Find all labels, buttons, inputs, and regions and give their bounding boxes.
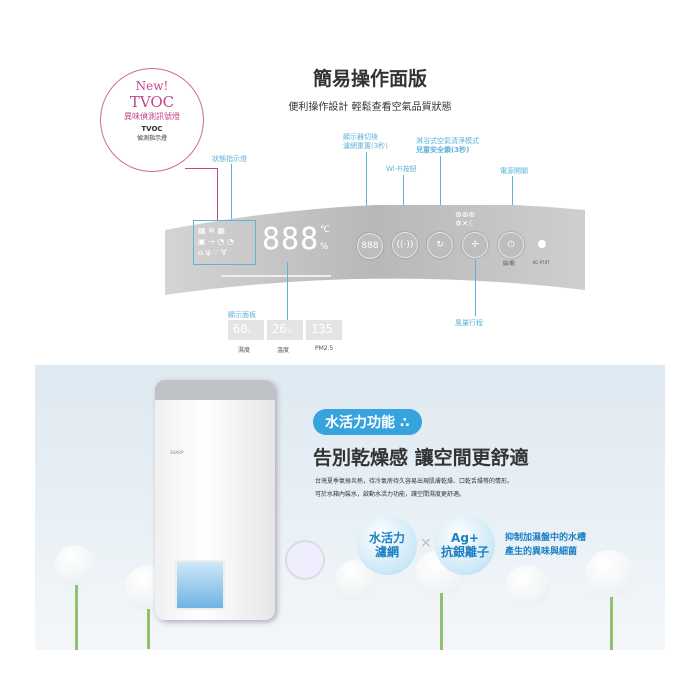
filter-reset-label: 濾網重置(3秒) — [343, 142, 388, 150]
power-button-label: 開/關 — [503, 261, 515, 267]
pm25-label: PM2.5 — [315, 345, 334, 352]
feature-body-2: 可於水箱內裝水，啟動水活力功能，讓空間濕度更舒適。 — [315, 491, 466, 498]
power-button[interactable]: ⏻ — [498, 232, 524, 258]
pm25-readout: 135 — [306, 320, 342, 340]
wifi-icon: ((·)) — [396, 240, 414, 250]
child-lock-label: 兒童安全鎖(3秒) — [416, 146, 470, 154]
fan-icon: ✢ — [471, 240, 479, 250]
unit-percent: % — [320, 242, 329, 252]
temperature-label: 溫度 — [277, 347, 290, 354]
model-label: KC-P70T — [533, 260, 550, 265]
feature-banner: SHARP 水活力功能 ∴ 告別乾燥感 讓空間更舒適 台灣夏季氣候炎熱，待冷氣房… — [35, 365, 665, 650]
wifi-button[interactable]: ((·)) — [392, 232, 418, 258]
new-label: New! — [135, 79, 169, 93]
air-purifier-image: SHARP — [155, 380, 275, 620]
wifi-label: Wi-Fi按鈕 — [386, 165, 417, 173]
power-icon: ⏻ — [507, 240, 515, 250]
fan-speed-button[interactable]: ✢ — [462, 232, 488, 258]
humidity-readout: 60% — [228, 320, 264, 340]
cycle-icon: ↻ — [436, 240, 444, 250]
tvoc-indicator-light — [538, 240, 546, 248]
tvoc-badge: New! TVOC 異味偵測訊號燈 TVOC 偵測指示燈 — [100, 68, 204, 172]
page-subtitle: 便利操作設計 輕鬆查看空氣品質狀態 — [288, 102, 452, 113]
tvoc-connector — [185, 168, 218, 169]
status-indicator-group: ▦ ≋ ▦▣ ⊸ ◔ ◔⌂ ψ ∵ ∀ — [193, 220, 256, 265]
feature-note: 抑制加濕盤中的水槽產生的異味與細菌 — [505, 533, 587, 557]
feature-badge: 水活力功能 ∴ — [313, 409, 422, 435]
water-tank — [175, 560, 225, 610]
unit-celsius: ℃ — [320, 225, 331, 235]
humidity-label: 濕度 — [238, 347, 251, 354]
shower-mode-label: 淋浴式空氣清淨模式 — [416, 137, 479, 145]
water-drops-icon: ∴ — [399, 415, 410, 431]
fan-mode-icons: ⊛⊛⊛✲✕☾ — [455, 210, 476, 228]
display-panel-label: 顯示面板 — [228, 311, 256, 319]
status-light-label: 狀態指示燈 — [212, 155, 247, 163]
shower-mode-button[interactable]: ↻ — [427, 232, 453, 258]
feature-body-1: 台灣夏季氣候炎熱，待冷氣房待久容易出現肌膚乾燥、口乾舌燥等的情形。 — [315, 478, 514, 485]
display-switch-label: 顯示器切換 — [343, 133, 378, 141]
tvoc-name: TVOC — [129, 93, 175, 111]
main-display-digits: 888 — [262, 222, 320, 257]
tvoc-connector — [217, 168, 218, 224]
tvoc-indicator-label: 偵測指示燈 — [136, 135, 167, 142]
tvoc-icon: TVOC — [141, 125, 163, 133]
page-title: 簡易操作面版 — [312, 68, 427, 90]
feature-headline: 告別乾燥感 讓空間更舒適 — [313, 447, 529, 469]
temperature-readout: 26℃ — [267, 320, 303, 340]
silver-ion-bubble: Ag+抗銀離子 — [435, 515, 495, 575]
filter-inset — [285, 540, 325, 580]
power-label: 電源開關 — [500, 167, 528, 175]
display-switch-button[interactable]: 888 — [357, 233, 383, 259]
water-filter-bubble: 水活力濾網 — [357, 515, 417, 575]
times-symbol: × — [420, 535, 432, 551]
fan-speed-label: 風量行程 — [455, 319, 483, 327]
tvoc-desc: 異味偵測訊號燈 — [124, 112, 180, 121]
